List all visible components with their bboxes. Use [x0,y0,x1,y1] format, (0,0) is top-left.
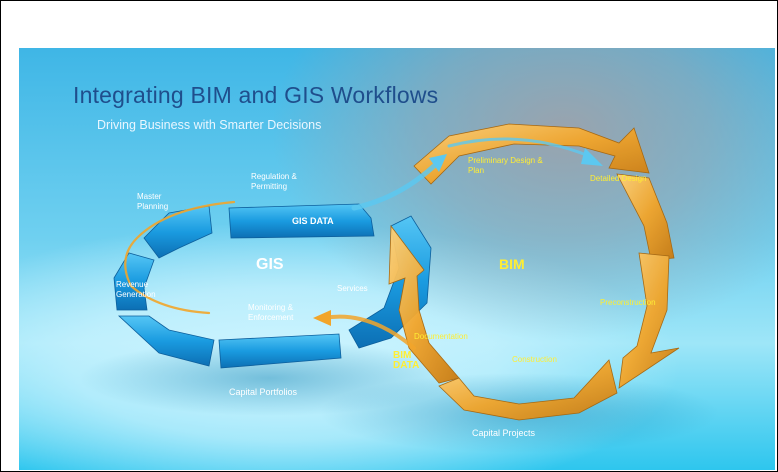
stage-documentation: Documentation [414,332,468,341]
bim-top-arrowhead [581,148,603,166]
stage-services: Services [337,284,368,293]
page-subtitle: Driving Business with Smarter Decisions [97,118,322,132]
bim-top-connector [447,137,591,158]
connectors [124,137,603,350]
gis-segment-bottom-left [117,315,215,367]
gis-segment-top-left [143,205,213,259]
gis-data-label: GIS DATA [292,216,334,226]
stage-regulation-permitting: Regulation & Permitting [251,172,297,191]
bim-arrow-right-top [616,173,675,261]
bim-label: BIM [499,256,525,272]
gis-to-bim-arrowhead [429,154,447,172]
stage-monitoring-enforcement: Monitoring & Enforcement [248,303,294,322]
bim-arrow-bottom [438,359,618,421]
stage-revenue-generation: Revenue Generation [116,280,156,299]
page-title: Integrating BIM and GIS Workflows [73,82,439,108]
gis-inner-loop [124,200,236,315]
gis-label: GIS [256,256,284,273]
gis-footer-label: Capital Portfolios [229,387,298,397]
stage-preconstruction: Preconstruction [600,298,656,307]
gis-segment-bottom [218,333,342,369]
bim-to-gis-connector [322,314,416,350]
gis-to-bim-connector [351,163,437,211]
diagram-graphics [79,123,719,453]
bim-arrow-top [413,123,650,185]
slide: Integrating BIM and GIS Workflows Drivin… [19,48,775,470]
stage-preliminary-design: Preliminary Design & Plan [468,156,543,175]
bim-data-label: BIM DATA [393,350,420,371]
gis-segment-top [228,203,375,239]
bim-to-gis-arrowhead [313,310,331,326]
bim-arrow-right [618,252,680,389]
stage-master-planning: Master Planning [137,192,169,211]
bim-arrow-left-bottom [388,224,460,384]
bim-ring [388,123,680,421]
stage-construction: Construction [512,355,557,364]
stage-detailed-design: Detailed Design [590,174,647,183]
bim-footer-label: Capital Projects [472,428,536,438]
